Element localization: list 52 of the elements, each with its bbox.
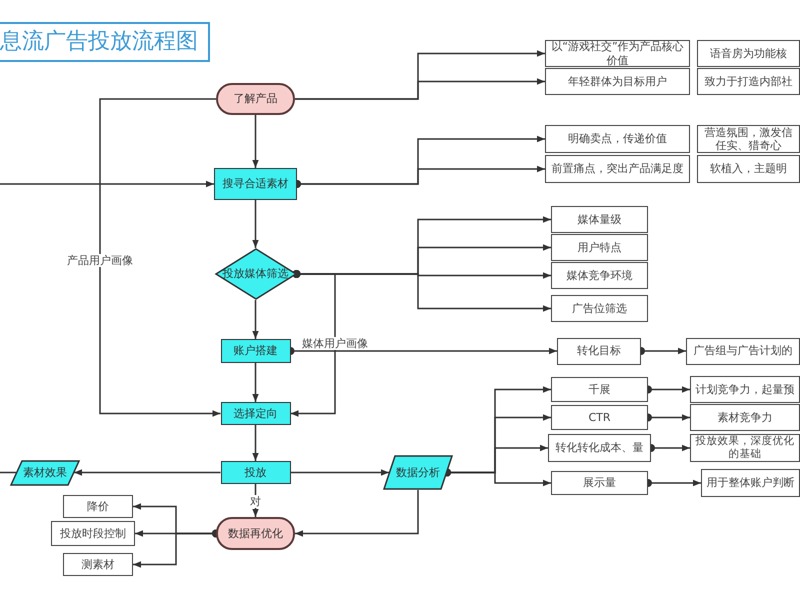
text-box: 媒体量级	[551, 206, 648, 233]
edge-label: 媒体用户画像	[301, 336, 369, 350]
arrow	[252, 200, 259, 248]
text-box: 投放效果，深度优化的基础	[690, 434, 800, 462]
process-box: 投放	[220, 461, 290, 484]
terminal-box: 了解产品	[216, 83, 295, 115]
text-box: 致力于打造内部社	[697, 68, 800, 95]
process-box: 搜寻合适素材	[214, 168, 297, 200]
edge-label: 对	[249, 494, 262, 508]
data-parallelogram: 数据分析	[383, 455, 453, 490]
text-box: 营造氛围，激发信任实、猎奇心	[697, 125, 800, 153]
text-box: 素材竞争力	[690, 404, 800, 431]
arrow	[295, 490, 419, 537]
arrow	[252, 425, 259, 461]
process-box: 账户搭建	[220, 339, 290, 363]
text-box: 测素材	[63, 553, 133, 576]
decision-diamond: 投放媒体筛选	[214, 248, 296, 300]
text-box: 以“游戏社交”作为产品核心价值	[545, 40, 690, 67]
text-box: 广告组与广告计划的	[686, 338, 800, 364]
text-box: 千展	[551, 377, 648, 402]
terminal-box: 数据再优化	[216, 517, 295, 550]
text-box: 语音房为功能核	[697, 40, 800, 67]
text-box: 降价	[63, 495, 133, 518]
text-box: 用于整体账户判断	[701, 469, 800, 497]
arrow	[252, 300, 259, 339]
connector-line	[0, 472, 16, 474]
text-box: 广告位筛选	[551, 295, 648, 322]
arrow	[290, 469, 389, 476]
text-box: 转化目标	[557, 338, 641, 364]
process-box: 选择定向	[220, 402, 290, 425]
arrow	[252, 363, 259, 402]
edge-label: 产品用户画像	[66, 254, 134, 266]
arrow	[290, 270, 336, 417]
text-box: 用户特点	[551, 234, 648, 261]
arrow	[99, 98, 220, 417]
arrow	[74, 469, 220, 476]
text-box: 媒体竞争环境	[551, 262, 648, 289]
title-box: 息流广告投放流程图	[0, 22, 210, 62]
text-box: 年轻群体为目标用户	[545, 68, 690, 95]
text-box: 明确卖点，传递价值	[545, 125, 690, 153]
arrow	[0, 180, 214, 188]
data-parallelogram: 素材效果	[10, 460, 80, 486]
text-box: 转化转化成本、量	[548, 434, 651, 462]
text-box: 展示量	[551, 471, 648, 495]
text-box: 投放时段控制	[51, 521, 135, 546]
arrow	[252, 115, 259, 168]
text-box: 前置痛点，突出产品满足度	[545, 155, 690, 183]
text-box: CTR	[551, 405, 648, 430]
arrow	[295, 78, 545, 100]
text-box: 软植入，主题明	[697, 155, 800, 183]
text-box: 计划竞争力，起量预	[690, 376, 800, 403]
arrow	[252, 484, 259, 517]
